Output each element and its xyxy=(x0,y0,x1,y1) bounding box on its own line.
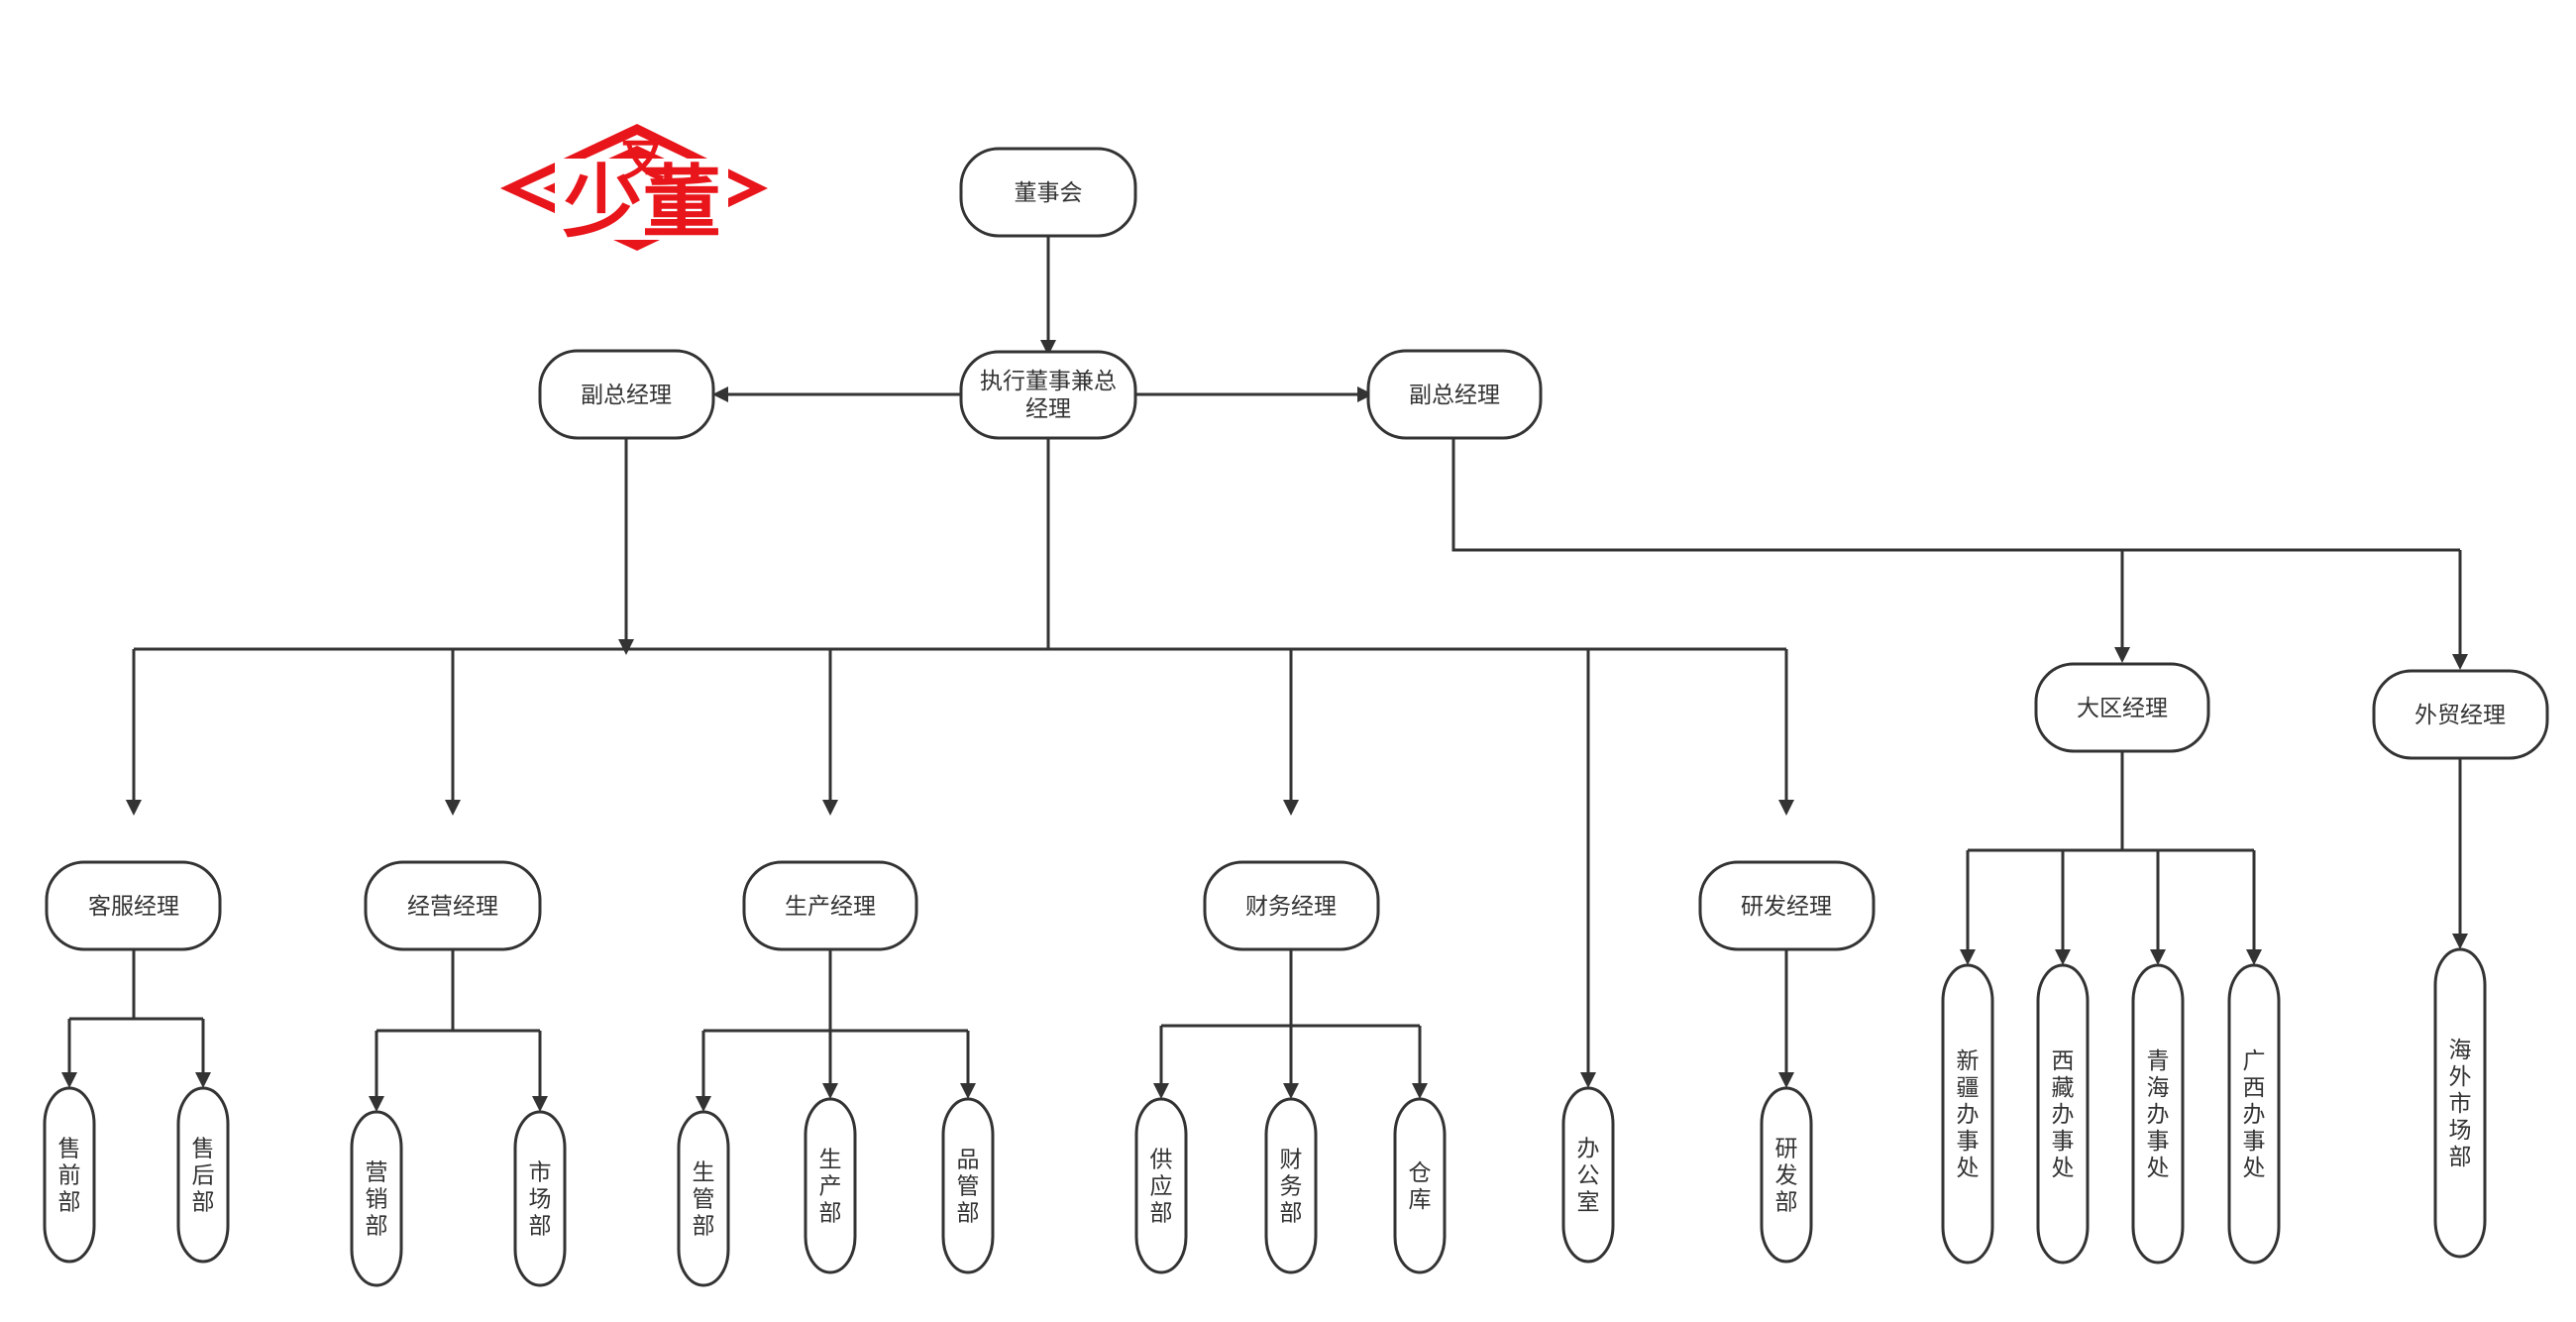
node-xinjiang-office: 新疆办事处 xyxy=(1941,963,1994,1265)
svg-text:生产经理: 生产经理 xyxy=(785,894,876,920)
svg-text:副总经理: 副总经理 xyxy=(581,383,672,408)
node-tibet-office: 西藏办事处 xyxy=(2036,963,2090,1265)
node-customer-service-manager: 客服经理 xyxy=(45,860,222,951)
svg-text:研发经理: 研发经理 xyxy=(1741,894,1832,920)
node-market-dept: 市场部 xyxy=(513,1110,567,1287)
node-operations-manager: 经营经理 xyxy=(364,860,542,951)
node-aftersales-dept: 售后部 xyxy=(176,1086,230,1264)
node-market-dept-label: 市场部 xyxy=(529,1160,552,1240)
svg-text:客服经理: 客服经理 xyxy=(88,894,179,920)
node-aftersales-dept-label: 售后部 xyxy=(192,1137,215,1216)
node-supply-dept: 供应部 xyxy=(1134,1097,1188,1274)
node-regional-manager: 大区经理 xyxy=(2034,662,2210,753)
node-tibet-office-label: 西藏办事处 xyxy=(2052,1048,2075,1181)
node-rd-dept: 研发部 xyxy=(1760,1086,1813,1264)
node-quality-dept: 品管部 xyxy=(941,1097,995,1274)
svg-text:经营经理: 经营经理 xyxy=(407,894,498,920)
connectors xyxy=(61,236,2468,1112)
node-rd-manager: 研发经理 xyxy=(1698,860,1876,951)
node-warehouse-label: 仓库 xyxy=(1409,1160,1432,1213)
node-production-manager: 生产经理 xyxy=(742,860,918,951)
node-finance-dept-label: 财务部 xyxy=(1280,1148,1303,1227)
node-presales-dept-label: 售前部 xyxy=(58,1137,81,1216)
node-finance-manager: 财务经理 xyxy=(1203,860,1380,951)
node-qinghai-office-label: 青海办事处 xyxy=(2147,1048,2170,1181)
svg-text:又: 又 xyxy=(619,134,665,187)
node-finance-dept: 财务部 xyxy=(1264,1097,1318,1274)
node-warehouse: 仓库 xyxy=(1393,1097,1447,1274)
node-production-mgmt-dept: 生管部 xyxy=(677,1110,730,1287)
svg-text:经理: 经理 xyxy=(1025,396,1071,422)
node-production-dept-label: 生产部 xyxy=(819,1148,842,1227)
node-quality-dept-label: 品管部 xyxy=(957,1148,980,1227)
node-rd-dept-label: 研发部 xyxy=(1775,1137,1798,1216)
svg-text:副总经理: 副总经理 xyxy=(1409,383,1500,408)
node-guangxi-office-label: 广西办事处 xyxy=(2243,1048,2266,1181)
node-production-dept: 生产部 xyxy=(804,1097,857,1274)
svg-text:财务经理: 财务经理 xyxy=(1245,894,1337,920)
logo-lettering: 少董 xyxy=(563,157,721,249)
svg-text:外贸经理: 外贸经理 xyxy=(2415,703,2506,728)
node-board: 董事会 xyxy=(959,147,1137,238)
node-marketing-dept: 营销部 xyxy=(350,1110,403,1287)
department-nodes: 售前部 售后部 营销部 市场部 生管部 生产部 品管部 供应部 财务部 仓库 办公室 研发部 新疆办事处… xyxy=(43,947,2487,1287)
node-production-mgmt-dept-label: 生管部 xyxy=(693,1160,715,1240)
node-marketing-dept-label: 营销部 xyxy=(366,1160,388,1240)
node-guangxi-office: 广西办事处 xyxy=(2227,963,2281,1265)
node-ceo: 执行董事兼总 经理 xyxy=(959,350,1137,440)
node-office: 办公室 xyxy=(1561,1086,1615,1264)
node-vp-left: 副总经理 xyxy=(538,349,715,440)
svg-text:董事会: 董事会 xyxy=(1015,180,1083,206)
node-vp-right: 副总经理 xyxy=(1366,349,1543,440)
svg-text:大区经理: 大区经理 xyxy=(2077,696,2168,721)
svg-text:执行董事兼总: 执行董事兼总 xyxy=(980,369,1117,394)
node-xinjiang-office-label: 新疆办事处 xyxy=(1957,1048,1980,1181)
node-overseas-market-dept: 海外市场部 xyxy=(2433,947,2487,1259)
node-presales-dept: 售前部 xyxy=(43,1086,96,1264)
node-qinghai-office: 青海办事处 xyxy=(2131,963,2185,1265)
node-overseas-market-dept-label: 海外市场部 xyxy=(2449,1038,2472,1170)
node-office-label: 办公室 xyxy=(1577,1137,1600,1216)
node-supply-dept-label: 供应部 xyxy=(1150,1148,1173,1227)
company-logo: 少董 又 xyxy=(500,124,768,251)
node-foreign-trade-manager: 外贸经理 xyxy=(2372,669,2549,760)
